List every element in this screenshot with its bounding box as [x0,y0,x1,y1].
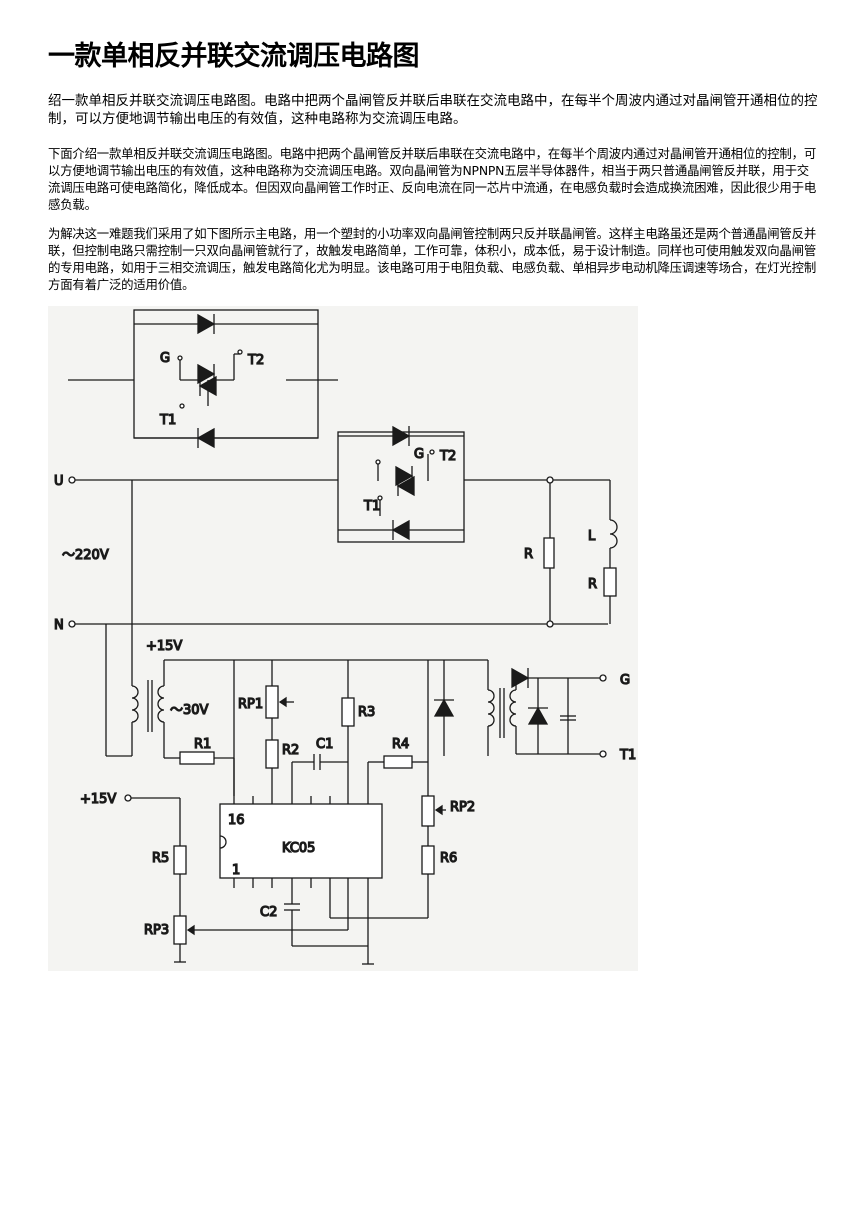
c2-label: C2 [260,905,277,920]
r6-label: R6 [440,851,457,866]
r1-label: R1 [194,737,211,752]
rp3-label: RP3 [144,923,169,938]
gate-output-label: G [620,673,630,688]
r3-label: R3 [358,705,375,720]
inset-thyristor-pair [68,309,338,449]
main-g-label: G [414,447,424,462]
ic-pin16-label: 16 [228,813,245,828]
circuit-diagram: G T2 T1 G T2 T1 U N ～220V R L R [48,306,638,971]
body-paragraph-1: 下面介绍一款单相反并联交流调压电路图。电路中把两个晶闸管反并联后串联在交流电路中… [48,146,817,212]
r4-label: R4 [392,737,409,752]
inset-g-label: G [160,351,170,366]
rp2-label: RP2 [450,800,475,815]
ic-kc05-label: KC05 [282,841,315,856]
main-t2-label: T2 [439,449,456,464]
secondary-30v-label: ～30V [170,703,209,718]
t1-output-label: T1 [619,748,636,763]
trigger-circuit [105,624,607,965]
main-power-circuit [68,425,618,628]
c1-label: C1 [316,737,333,752]
r5-label: R5 [152,851,169,866]
main-t1-label: T1 [363,499,380,514]
u-terminal-label: U [54,474,64,489]
vcc-15v-left-label: +15V [80,792,116,807]
load-resistor-label: R [524,547,533,562]
intro-paragraph: 绍一款单相反并联交流调压电路图。电路中把两个晶闸管反并联后串联在交流电路中，在每… [48,93,818,127]
n-terminal-label: N [54,618,64,633]
vcc-15v-top-label: +15V [146,639,182,654]
series-resistor-label: R [588,577,597,592]
ic-pin1-label: 1 [232,863,240,878]
rp1-label: RP1 [238,697,263,712]
inductor-label: L [588,529,596,544]
inset-t2-label: T2 [247,353,264,368]
body-paragraph-2: 为解决这一难题我们采用了如下图所示主电路，用一个塑封的小功率双向晶闸管控制两只反… [48,226,817,292]
page-title: 一款单相反并联交流调压电路图 [48,41,420,72]
inset-t1-label: T1 [159,413,176,428]
r2-label: R2 [282,743,299,758]
ac-source-label: ～220V [62,548,109,563]
